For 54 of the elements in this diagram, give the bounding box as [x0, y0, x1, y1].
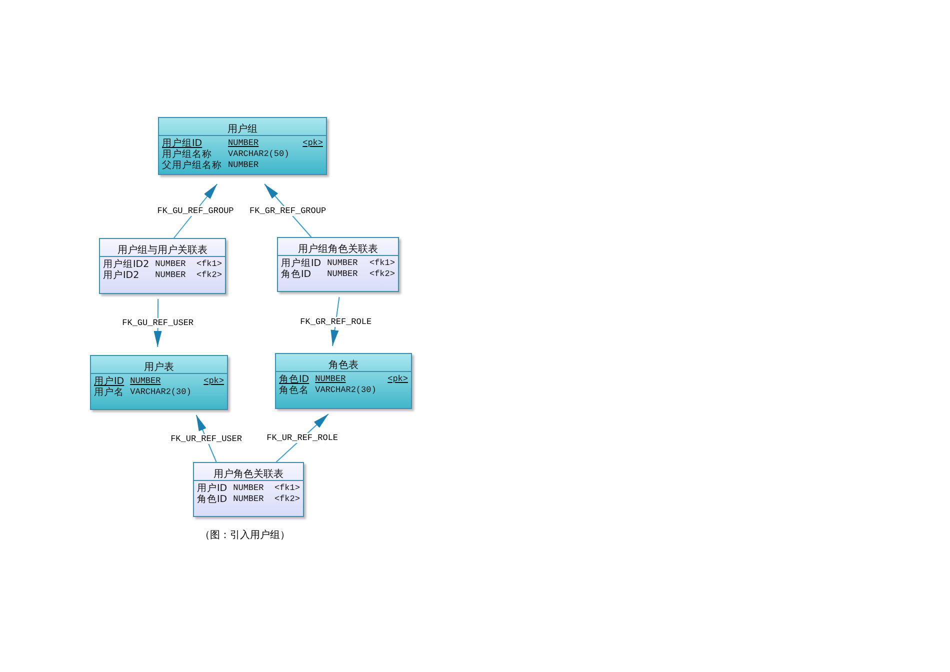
key-tag: <fk1>: [274, 483, 300, 494]
key-tag: <fk2>: [274, 494, 300, 505]
column-name: 用户ID: [197, 483, 228, 494]
table-title: 角色表: [328, 360, 358, 371]
key-tag: <pk>: [204, 376, 224, 387]
table-title: 用户角色关联表: [214, 469, 284, 480]
column-name: 用户组ID: [162, 138, 204, 149]
edge-label: FK_GU_REF_USER: [121, 318, 195, 328]
table-title: 用户组: [228, 124, 258, 135]
column-type: VARCHAR2(30): [130, 387, 192, 398]
key-tag: <fk2>: [369, 269, 395, 280]
table-title: 用户组与用户关联表: [118, 245, 208, 256]
column-type: NUMBER: [228, 138, 260, 149]
table-box: [158, 117, 327, 175]
column-type: NUMBER: [233, 494, 264, 505]
column-name: 用户ID: [94, 376, 124, 387]
caption: （图：引入用户组）: [200, 528, 290, 542]
table-box: [277, 237, 399, 292]
column-name: 角色ID: [279, 374, 310, 385]
column-type: NUMBER: [155, 270, 186, 281]
column-name: 用户组ID: [281, 258, 322, 269]
edge-label: FK_GR_REF_GROUP: [248, 206, 328, 216]
key-tag: <fk2>: [196, 270, 222, 281]
table-box: [99, 238, 226, 294]
key-tag: <pk>: [388, 374, 408, 385]
column-type: NUMBER: [228, 160, 260, 171]
edge-label: FK_UR_REF_ROLE: [266, 433, 340, 443]
key-tag: <pk>: [302, 138, 323, 149]
column-type: NUMBER: [155, 259, 186, 270]
column-type: NUMBER: [327, 258, 358, 269]
column-type: NUMBER: [130, 376, 162, 387]
table-box: [193, 462, 304, 517]
table-title: 用户组角色关联表: [298, 244, 378, 255]
column-name: 用户组ID2: [103, 259, 150, 270]
column-type: NUMBER: [315, 374, 347, 385]
column-name: 用户ID2: [103, 270, 140, 281]
column-name: 父用户组名称: [162, 160, 222, 171]
column-name: 角色ID: [197, 494, 228, 505]
key-tag: <fk1>: [369, 258, 395, 269]
table-box: [90, 355, 228, 410]
column-type: NUMBER: [327, 269, 358, 280]
table-title: 用户表: [144, 362, 174, 373]
table-box: [275, 353, 412, 409]
column-name: 用户组名称: [162, 149, 213, 160]
edge-label: FK_UR_REF_USER: [170, 434, 243, 444]
column-name: 用户名: [94, 387, 124, 398]
column-type: VARCHAR2(50): [228, 149, 290, 160]
column-name: 角色名: [279, 385, 310, 396]
column-type: VARCHAR2(30): [315, 385, 376, 396]
key-tag: <fk1>: [196, 259, 222, 270]
column-name: 角色ID: [281, 269, 312, 280]
edge-label: FK_GU_REF_GROUP: [156, 206, 235, 216]
edge-label: FK_GR_REF_ROLE: [299, 316, 373, 326]
column-type: NUMBER: [233, 483, 264, 494]
